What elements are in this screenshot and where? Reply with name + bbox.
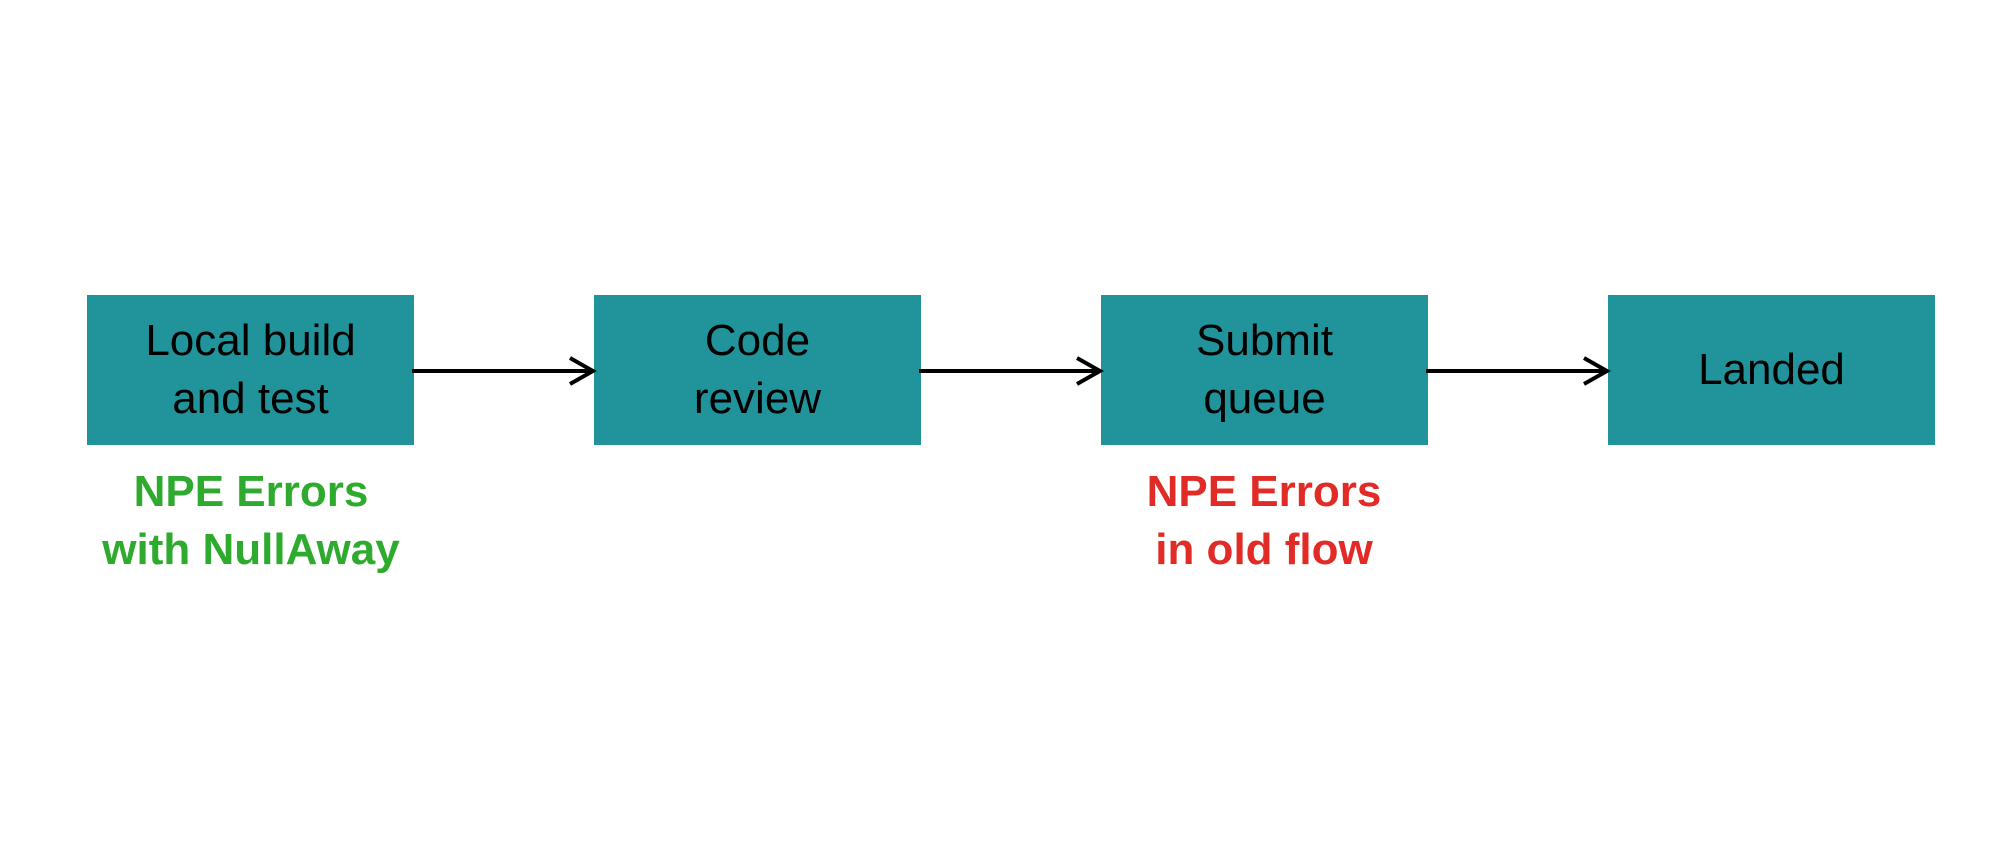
annotation-npe-errors-nullaway: NPE Errors with NullAway	[102, 467, 400, 574]
step-local-build-and-test: Local build and test	[87, 295, 414, 445]
step-submit-queue: Submit queue	[1101, 295, 1428, 445]
arrow-right-icon	[412, 356, 597, 386]
step-landed: Landed	[1608, 295, 1935, 445]
arrow-right-icon	[919, 356, 1104, 386]
annotation-npe-errors-old-flow: NPE Errors in old flow	[1146, 467, 1382, 574]
step-code-review: Code review	[594, 295, 921, 445]
arrow-right-icon	[1426, 356, 1611, 386]
